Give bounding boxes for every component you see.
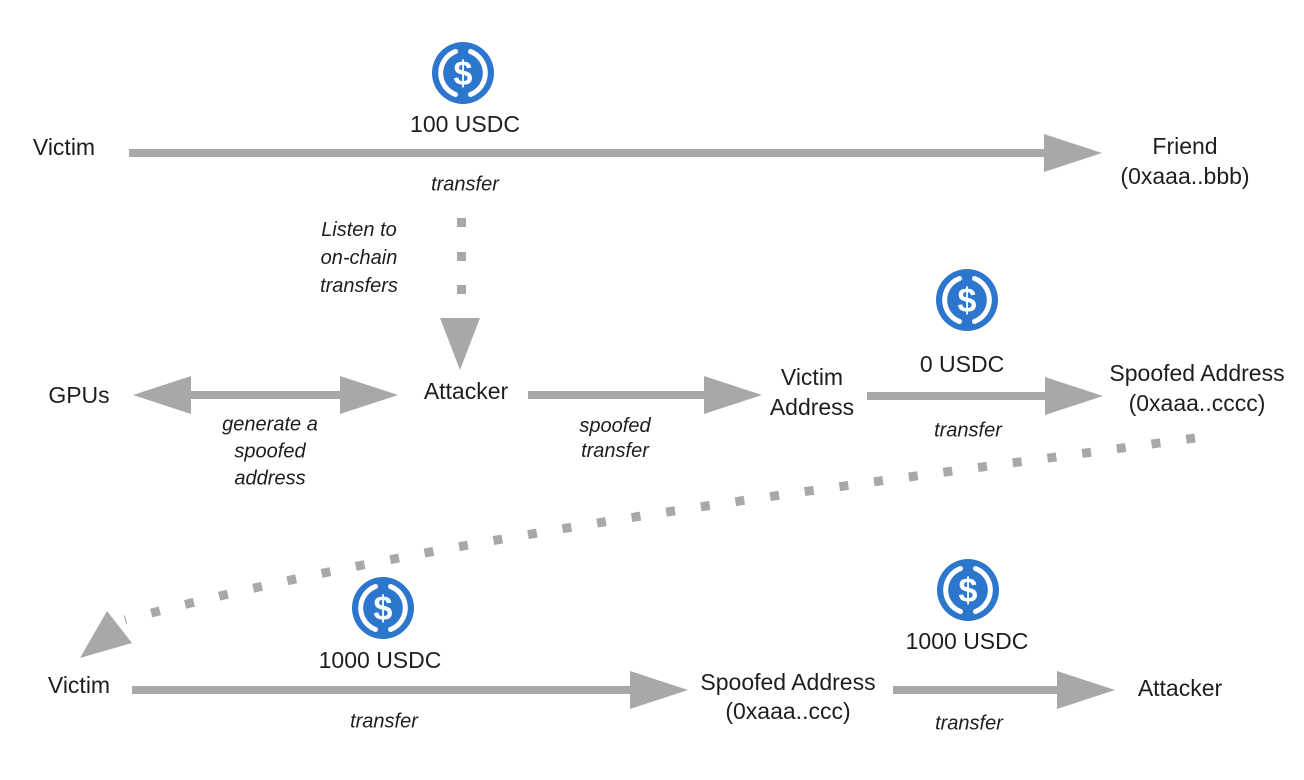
action-label-transfer-bottom-right: transfer bbox=[935, 712, 1003, 735]
dotted-arrow-dot bbox=[457, 285, 466, 294]
arrow-spoofed-attacker-head bbox=[1057, 671, 1115, 709]
action-label-transfer-top: transfer bbox=[431, 173, 499, 196]
dollar-glyph: $ bbox=[374, 590, 393, 628]
arrow-attacker-victimaddress-line bbox=[528, 391, 704, 399]
note-generate-spoofed-address: generate a spoofed address bbox=[222, 413, 318, 490]
arrow-victim-spoofed-line bbox=[132, 686, 630, 694]
amount-label-1000-usdc-left: 1000 USDC bbox=[318, 647, 442, 673]
arrow-victimaddress-spoofed-line bbox=[867, 392, 1045, 400]
usdc-coin-icon: $ bbox=[937, 559, 999, 621]
node-spoofed-address-bottom: Spoofed Address (0xaaa..ccc) bbox=[700, 668, 875, 726]
dollar-glyph: $ bbox=[454, 55, 473, 93]
spoofed-address-value: (0xaaa..ccc) bbox=[725, 698, 851, 724]
node-attacker-middle: Attacker bbox=[423, 378, 509, 404]
node-victim-top: Victim bbox=[32, 134, 96, 160]
dollar-glyph: $ bbox=[958, 282, 977, 320]
node-spoofed-address-middle: Spoofed Address (0xaaa..cccc) bbox=[1109, 358, 1284, 418]
arrow-spoofed-attacker-line bbox=[893, 686, 1057, 694]
dotted-arrow-dot bbox=[457, 252, 466, 261]
arrow-gpus-attacker-left-head bbox=[133, 376, 191, 414]
note-listen-on-chain: Listen to on-chain transfers bbox=[320, 219, 398, 297]
amount-label-100-usdc: 100 USDC bbox=[410, 111, 520, 137]
arrow-victimaddress-spoofed-head bbox=[1045, 377, 1103, 415]
note-spoofed-transfer: spoofed transfer bbox=[579, 415, 651, 462]
friend-address: (0xaaa..bbb) bbox=[1120, 163, 1250, 189]
spoofed-address-name: Spoofed Address bbox=[700, 669, 876, 695]
usdc-coin-icon: $ bbox=[432, 42, 494, 104]
arrow-victim-friend-line bbox=[129, 149, 1044, 157]
amount-label-0-usdc: 0 USDC bbox=[919, 351, 1005, 377]
arrow-attacker-victimaddress-head bbox=[704, 376, 762, 414]
arrow-victim-spoofed-head bbox=[630, 671, 688, 709]
node-victim-bottom: Victim bbox=[47, 672, 111, 698]
action-label-transfer-bottom-left: transfer bbox=[350, 710, 418, 733]
action-label-transfer-middle: transfer bbox=[934, 419, 1002, 442]
node-friend: Friend (0xaaa..bbb) bbox=[1120, 131, 1249, 191]
usdc-coin-icon: $ bbox=[936, 269, 998, 331]
spoofed-address-value: (0xaaa..cccc) bbox=[1128, 390, 1266, 416]
friend-name: Friend bbox=[1152, 133, 1218, 159]
node-attacker-bottom: Attacker bbox=[1137, 675, 1223, 701]
usdc-coin-icon: $ bbox=[352, 577, 414, 639]
dollar-glyph: $ bbox=[959, 572, 978, 610]
arrow-gpus-attacker-right-head bbox=[340, 376, 398, 414]
dotted-arrow-dot bbox=[457, 218, 466, 227]
node-victim-address: Victim Address bbox=[769, 364, 855, 420]
arrow-gpus-attacker-line bbox=[188, 391, 343, 399]
spoofed-address-name: Spoofed Address bbox=[1109, 360, 1285, 386]
node-gpus: GPUs bbox=[48, 382, 110, 408]
arrow-victim-friend-head bbox=[1044, 134, 1102, 172]
dashed-diagonal-arrow-head bbox=[80, 611, 132, 658]
amount-label-1000-usdc-right: 1000 USDC bbox=[905, 628, 1029, 654]
dotted-arrow-down-head bbox=[440, 318, 480, 370]
